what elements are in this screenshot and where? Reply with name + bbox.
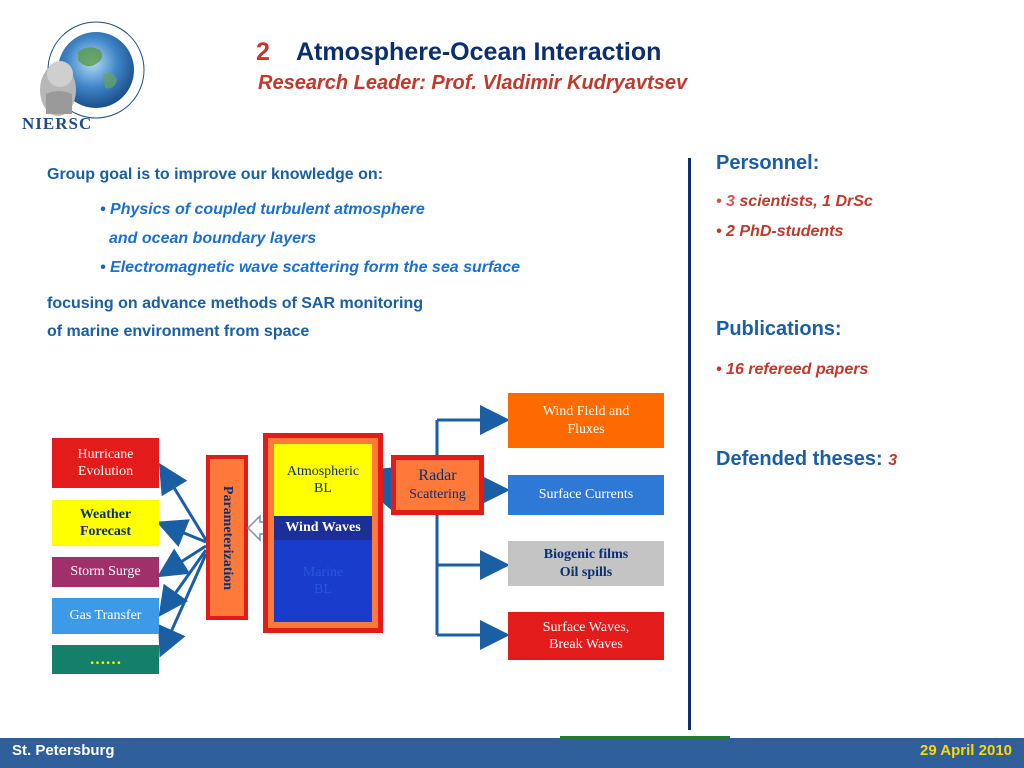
footer-location: St. Petersburg [12, 742, 115, 759]
bullet2-text: Electromagnetic wave scattering form the… [110, 259, 520, 276]
personnel-item-2: • 2 PhD-students [716, 223, 844, 240]
radar-line1: Radar [418, 467, 457, 485]
bullet1-line2: and ocean boundary layers [109, 230, 317, 247]
personnel-item2-text: 2 PhD-students [726, 223, 844, 240]
publications-item-text: 16 refereed papers [726, 361, 869, 378]
globe-logo-icon [40, 21, 145, 119]
marine-line2: BL [314, 582, 332, 597]
biogenic-line2: Oil spills [559, 564, 613, 580]
goal-bullet-2: • Electromagnetic wave scattering form t… [100, 259, 520, 277]
arrow-to-hurricane [158, 462, 208, 541]
hurricane-line1: Hurricane [77, 446, 134, 462]
surface-currents-box: Surface Currents [508, 475, 664, 515]
personnel-item1-rest: scientists, 1 DrSc [734, 193, 873, 210]
logo-text: NIERSC [22, 114, 93, 133]
more-outputs-label: …… [89, 650, 122, 668]
vertical-divider [688, 158, 691, 730]
research-leader-subtitle: Research Leader: Prof. Vladimir Kudryavt… [258, 72, 688, 94]
marine-line1: Marine [302, 564, 344, 580]
wind-field-line2: Fluxes [567, 421, 605, 437]
surface-waves-line2: Break Waves [549, 637, 623, 652]
hurricane-line2: Evolution [77, 464, 134, 479]
atmospheric-line1: Atmospheric [286, 463, 360, 479]
niersc-logo [18, 12, 168, 137]
arrow-to-gas-transfer [158, 549, 208, 617]
more-outputs-box: …… [52, 645, 159, 674]
storm-surge-label: Storm Surge [70, 564, 141, 580]
surface-currents-label: Surface Currents [538, 487, 634, 503]
section-number: 2 [256, 38, 270, 66]
wind-field-line1: Wind Field and [542, 404, 630, 419]
wind-waves-label: Wind Waves [285, 520, 361, 536]
page-title: Atmosphere-Ocean Interaction [296, 38, 662, 66]
bullet-dot: • [100, 259, 111, 276]
footer-bar [0, 738, 1024, 768]
bullet1-line1: Physics of coupled turbulent atmosphere [110, 201, 425, 218]
goal-bullet-1: • Physics of coupled turbulent atmospher… [100, 201, 425, 219]
theses-value: 3 [888, 452, 898, 469]
radar-line2: Scattering [409, 487, 466, 503]
theses-title: Defended theses: [716, 448, 883, 470]
personnel-item-1: • 3 scientists, 1 DrSc [716, 193, 873, 210]
weather-line1: Weather [79, 506, 132, 522]
parameterization-label: Parameterization [220, 485, 235, 590]
gas-transfer-label: Gas Transfer [69, 608, 142, 624]
weather-line2: Forecast [79, 524, 132, 539]
biogenic-line1: Biogenic films [543, 547, 629, 562]
focus-line-1: focusing on advance methods of SAR monit… [47, 295, 424, 312]
arrow-to-storm-surge [156, 544, 207, 578]
wind-waves-box: Wind Waves [274, 516, 372, 540]
atmospheric-line2: BL [314, 481, 332, 496]
personnel-num: 3 [726, 193, 735, 210]
parameterization-box: Parameterization [206, 455, 248, 620]
publications-item: • 16 refereed papers [716, 361, 869, 378]
storm-surge-box: Storm Surge [52, 557, 159, 587]
goal-intro: Group goal is to improve our knowledge o… [47, 166, 384, 183]
bullet-dot: • [100, 201, 111, 218]
surface-waves-box: Surface Waves, Break Waves [508, 612, 664, 660]
focus-line-2: of marine environment from space [47, 323, 310, 340]
gas-transfer-box: Gas Transfer [52, 598, 159, 634]
publications-title: Publications: [716, 318, 842, 340]
arrow-to-weather [156, 519, 207, 547]
footer-date: 29 April 2010 [920, 742, 1012, 759]
personnel-title: Personnel: [716, 152, 820, 174]
surface-waves-line1: Surface Waves, [542, 619, 630, 635]
arrow-to-dots [158, 553, 208, 658]
footer-accent [560, 736, 730, 739]
theses-row: Defended theses: 3 [716, 448, 897, 471]
